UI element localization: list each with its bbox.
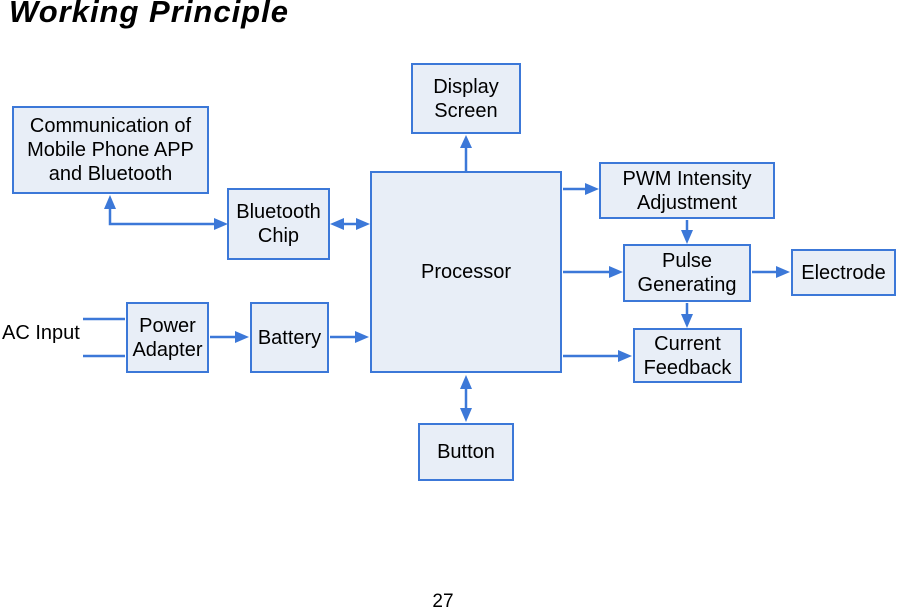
- arrow-processor-button: [460, 375, 472, 422]
- arrow-pwm-to-pulse: [681, 220, 693, 244]
- node-bluetooth-chip: Bluetooth Chip: [227, 188, 330, 260]
- page-number: 27: [432, 591, 454, 612]
- node-processor: Processor: [370, 171, 562, 373]
- node-display-screen: Display Screen: [411, 63, 521, 134]
- ac-input-label: AC Input: [2, 322, 80, 344]
- node-power-adapter: Power Adapter: [126, 302, 209, 373]
- node-electrode: Electrode: [791, 249, 896, 296]
- ac-input-lines: [83, 317, 125, 358]
- arrow-bluetooth-chip-processor: [330, 218, 370, 230]
- arrow-processor-to-display-screen: [460, 135, 472, 172]
- node-pwm-intensity: PWM Intensity Adjustment: [599, 162, 775, 219]
- arrow-battery-to-processor: [330, 331, 369, 343]
- arrow-pulse-to-electrode: [752, 266, 790, 278]
- node-battery: Battery: [250, 302, 329, 373]
- arrow-processor-to-pwm: [563, 183, 599, 195]
- page-title: Working Principle: [9, 0, 289, 29]
- arrow-bluetooth-chip-communication: [104, 195, 228, 230]
- arrow-processor-to-pulse: [563, 266, 623, 278]
- node-button: Button: [418, 423, 514, 481]
- arrow-pulse-to-current-feedback: [681, 303, 693, 328]
- node-pulse-generating: Pulse Generating: [623, 244, 751, 302]
- node-communication: Communication of Mobile Phone APP and Bl…: [12, 106, 209, 194]
- node-current-feedback: Current Feedback: [633, 328, 742, 383]
- arrow-processor-to-current-feedback: [563, 350, 632, 362]
- arrow-power-adapter-to-battery: [210, 331, 249, 343]
